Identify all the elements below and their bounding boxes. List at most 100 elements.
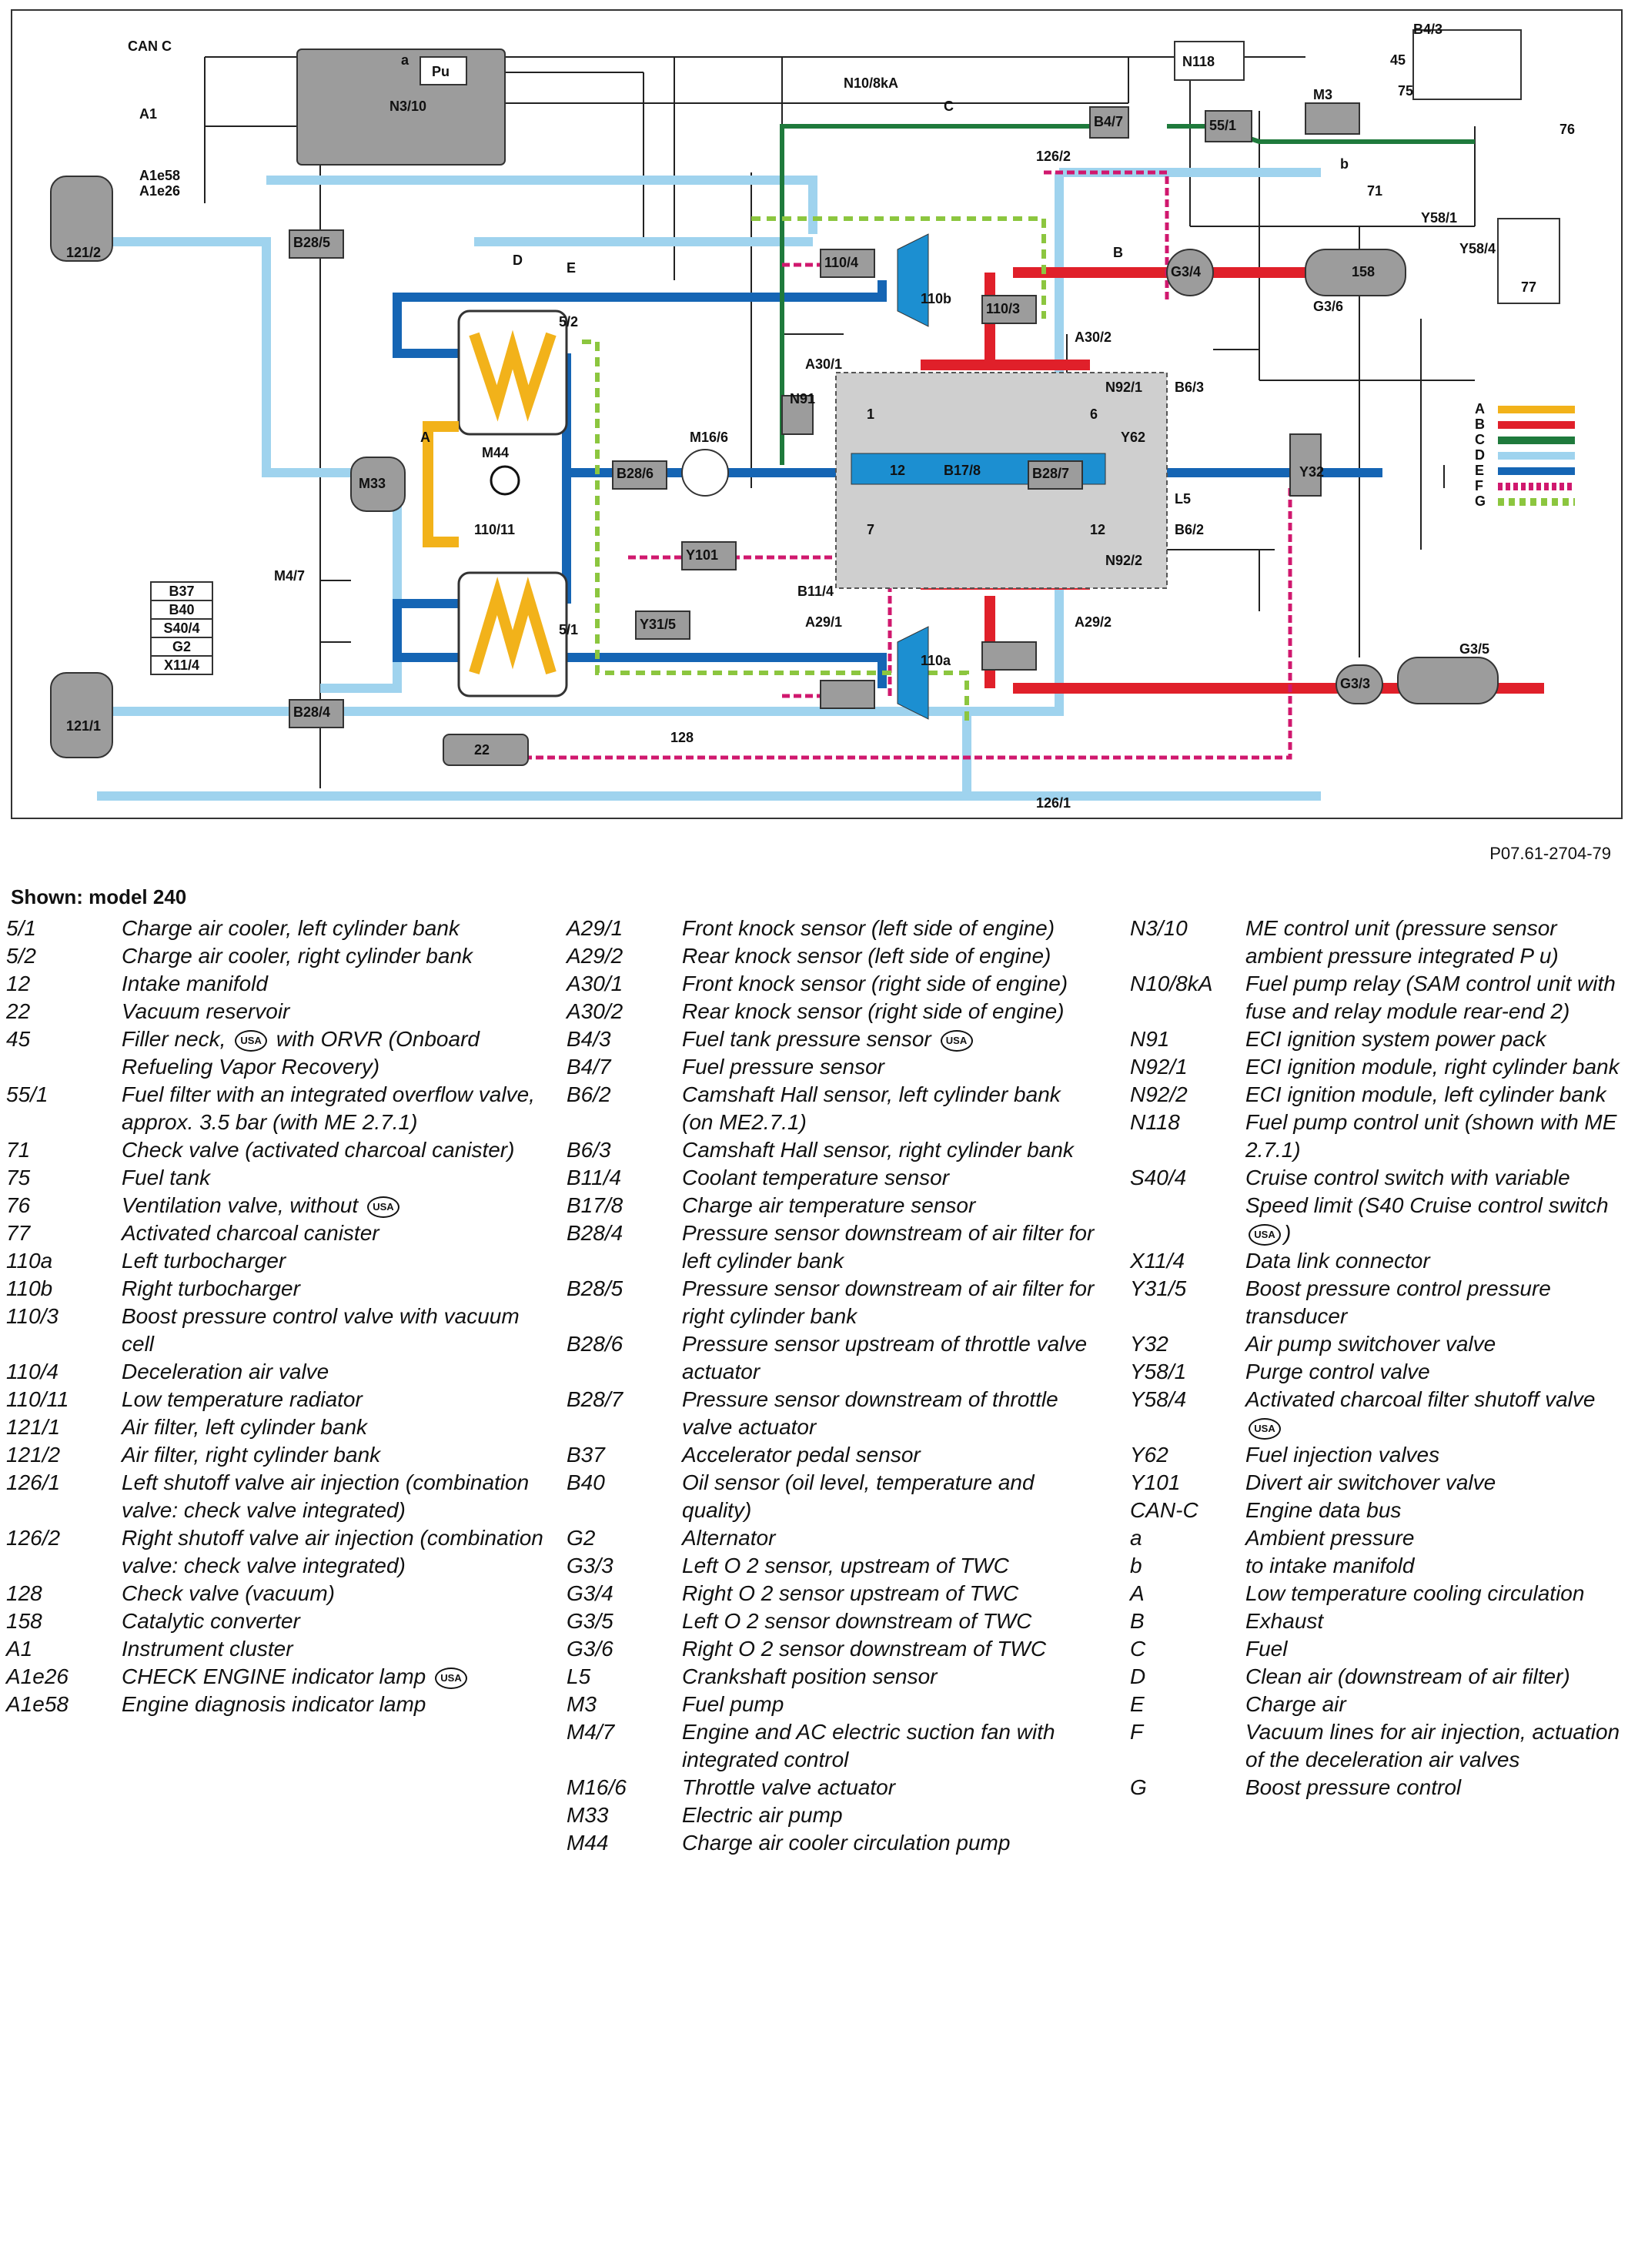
legend-description-text: with ORVR (Onboard Refueling Vapor Recov… xyxy=(122,1027,480,1079)
legend-code: A29/1 xyxy=(567,916,623,940)
legend-code: 110/3 xyxy=(6,1304,59,1328)
label-n76: 76 xyxy=(1559,122,1575,137)
label-cyl6: 6 xyxy=(1090,406,1098,422)
legend-description: Pressure sensor downstream of throttle v… xyxy=(682,1386,1098,1441)
turbochargers xyxy=(897,233,929,720)
legend-code: N92/2 xyxy=(1130,1082,1188,1106)
legend-description: Camshaft Hall sensor, right cylinder ban… xyxy=(682,1136,1098,1164)
figure-reference-code: P07.61-2704-79 xyxy=(1489,844,1611,863)
label-a30-1: A30/1 xyxy=(805,356,842,372)
legend-description: Filler neck, USA with ORVR (Onboard Refu… xyxy=(122,1025,545,1081)
legend-description-text: ) xyxy=(1284,1221,1292,1245)
label-y58-4: Y58/4 xyxy=(1459,241,1496,256)
legend-description: Charge air cooler, left cylinder bank xyxy=(122,915,545,942)
legend-description: ECI ignition system power pack xyxy=(1245,1025,1623,1053)
legend-code: 76 xyxy=(6,1193,31,1217)
label-y31-5: Y31/5 xyxy=(640,617,676,632)
legend-description-text: Divert air switchover valve xyxy=(1245,1470,1496,1494)
legend-code: A xyxy=(1130,1581,1145,1605)
legend-code: 110/4 xyxy=(6,1360,59,1383)
label-n92-2: N92/2 xyxy=(1105,553,1142,568)
legend-code: N91 xyxy=(1130,1027,1170,1051)
label-y58-1: Y58/1 xyxy=(1421,210,1457,226)
switch-stack-cell xyxy=(150,618,213,638)
legend-description-text: Fuel tank pressure sensor xyxy=(682,1027,938,1051)
legend-description: Crankshaft position sensor xyxy=(682,1663,1098,1691)
switch-stack-label: S40/4 xyxy=(163,621,199,636)
legend-description-text: Filler neck, xyxy=(122,1027,232,1051)
label-v110-4: 110/4 xyxy=(824,255,858,270)
legend-code: 45 xyxy=(6,1027,31,1051)
legend-description-text: Coolant temperature sensor xyxy=(682,1166,950,1189)
legend-description-text: Pressure sensor upstream of throttle val… xyxy=(682,1332,1088,1383)
legend-code: Y58/1 xyxy=(1130,1360,1187,1383)
legend-description: Activated charcoal filter shutoff valve … xyxy=(1245,1386,1623,1441)
legend-description: Exhaust xyxy=(1245,1607,1623,1635)
label-t110b: 110b xyxy=(921,291,951,306)
flow-key-letter: G xyxy=(1475,493,1486,509)
legend-description-text: Boost pressure control pressure transduc… xyxy=(1245,1276,1551,1328)
legend-code: 75 xyxy=(6,1166,31,1189)
legend-description: ECI ignition module, right cylinder bank xyxy=(1245,1053,1623,1081)
label-m33: M33 xyxy=(359,476,386,491)
legend-code: B28/7 xyxy=(567,1387,623,1411)
label-r121-2: 121/2 xyxy=(66,245,101,260)
label-n128: 128 xyxy=(670,730,694,745)
legend-description-text: Check valve (vacuum) xyxy=(122,1581,335,1605)
legend-description: Check valve (vacuum) xyxy=(122,1580,545,1607)
legend-description: Pressure sensor upstream of throttle val… xyxy=(682,1330,1098,1386)
label-b-flow: B xyxy=(1113,245,1123,260)
switch-stack-cell xyxy=(150,600,213,620)
legend-description: Right O 2 sensor upstream of TWC xyxy=(682,1580,1098,1607)
legend-code: B6/3 xyxy=(567,1138,611,1162)
legend-description: Fuel injection valves xyxy=(1245,1441,1623,1469)
label-g3-6: G3/6 xyxy=(1313,299,1343,314)
legend-row: 110/4 Deceleration air valve xyxy=(6,1358,545,1386)
legend-description-text: Throttle valve actuator xyxy=(682,1775,896,1799)
legend-description: ME control unit (pressure sensor ambient… xyxy=(1245,915,1623,970)
charge-air-coolers xyxy=(423,309,568,697)
legend-description: Right O 2 sensor downstream of TWC xyxy=(682,1635,1098,1663)
switch-stack-cell xyxy=(150,637,213,657)
switch-stack-label: G2 xyxy=(172,639,191,654)
label-b4-3: B4/3 xyxy=(1413,22,1442,37)
label-l5: L5 xyxy=(1175,491,1191,507)
legend-description: Deceleration air valve xyxy=(122,1358,545,1386)
legend-description: Low temperature radiator xyxy=(122,1386,545,1413)
legend-description-text: Fuel pump xyxy=(682,1692,784,1716)
legend-description-text: Left O 2 sensor downstream of TWC xyxy=(682,1609,1032,1633)
label-can-c: CAN C xyxy=(128,38,172,54)
legend-description: Oil sensor (oil level, temperature and q… xyxy=(682,1469,1098,1524)
legend-code: 121/2 xyxy=(6,1443,61,1467)
legend-description: Intake manifold xyxy=(122,970,545,998)
legend-description-text: Camshaft Hall sensor, left cylinder bank… xyxy=(682,1082,1061,1134)
label-a29-1: A29/1 xyxy=(805,614,842,630)
legend-code: A1e26 xyxy=(6,1664,69,1688)
flow-key-letter: A xyxy=(1475,401,1485,416)
legend-code: 110b xyxy=(6,1276,53,1300)
legend-code: A1 xyxy=(6,1637,33,1661)
label-a29-2: A29/2 xyxy=(1075,614,1112,630)
legend-description: Left shutoff valve air injection (combin… xyxy=(122,1469,545,1524)
label-a-flow: A xyxy=(420,430,430,445)
legend-description: Engine diagnosis indicator lamp xyxy=(122,1691,545,1718)
